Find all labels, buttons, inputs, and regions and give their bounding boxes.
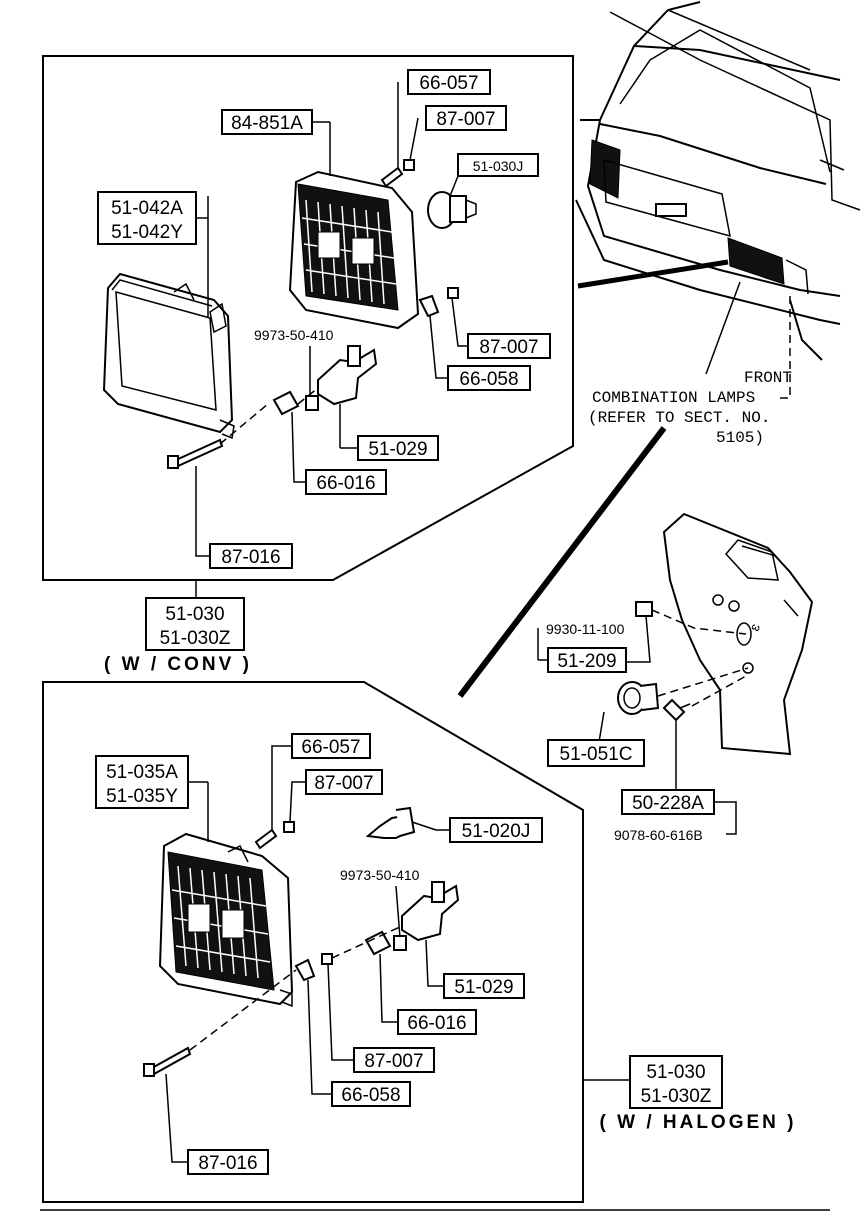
label-66-058-top: 66-058 bbox=[447, 365, 531, 391]
label-51-030J: 51-030J bbox=[457, 153, 539, 177]
bottom-group-frame bbox=[42, 681, 584, 1203]
nut-87-007-top bbox=[403, 159, 415, 171]
svg-text:51-030: 51-030 bbox=[646, 1062, 705, 1083]
text-front: FRONT bbox=[744, 369, 792, 387]
label-87-007-top: 87-007 bbox=[425, 105, 507, 131]
svg-text:66-016: 66-016 bbox=[316, 473, 375, 494]
svg-text:66-057: 66-057 bbox=[419, 73, 478, 94]
label-66-057-top: 66-057 bbox=[407, 69, 491, 95]
label-66-057-bottom: 66-057 bbox=[291, 733, 371, 759]
label-51-035: 51-035A 51-035Y bbox=[95, 755, 189, 809]
grommet-51-209 bbox=[635, 601, 653, 617]
svg-text:51-030Z: 51-030Z bbox=[641, 1086, 712, 1107]
svg-text:87-007: 87-007 bbox=[314, 773, 373, 794]
leader-side-lamp bbox=[457, 426, 667, 698]
label-9973-50-410-bottom: 9973-50-410 bbox=[340, 867, 420, 883]
top-group-frame bbox=[42, 55, 574, 581]
svg-text:51-030Z: 51-030Z bbox=[160, 628, 231, 649]
label-66-058-bottom: 66-058 bbox=[331, 1081, 411, 1107]
label-50-228A: 50-228A bbox=[621, 789, 715, 815]
svg-text:66-016: 66-016 bbox=[407, 1013, 466, 1034]
nut-87-007-bottom-top bbox=[283, 821, 295, 833]
label-9930-11-100: 9930-11-100 bbox=[546, 621, 625, 637]
leader-lamp-text bbox=[705, 281, 741, 375]
label-51-029-bottom: 51-029 bbox=[443, 973, 525, 999]
sealed-beam-lamp bbox=[288, 170, 420, 330]
svg-text:51-029: 51-029 bbox=[454, 977, 513, 998]
svg-text:87-016: 87-016 bbox=[198, 1153, 257, 1174]
halogen-lamp-unit bbox=[158, 832, 294, 1008]
vehicle-front-view bbox=[575, 1, 861, 361]
svg-text:51-042A: 51-042A bbox=[111, 198, 183, 219]
text-combination-lamps: COMBINATION LAMPS bbox=[592, 389, 755, 407]
svg-text:51-029: 51-029 bbox=[368, 439, 427, 460]
svg-text:87-007: 87-007 bbox=[479, 337, 538, 358]
svg-text:51-020J: 51-020J bbox=[462, 821, 531, 842]
label-87-016-bottom: 87-016 bbox=[187, 1149, 269, 1175]
screw-66-057-bottom bbox=[254, 828, 278, 850]
bulb-51-020J bbox=[365, 806, 437, 839]
label-87-007-right: 87-007 bbox=[467, 333, 551, 359]
svg-text:50-228A: 50-228A bbox=[632, 793, 704, 814]
svg-text:87-016: 87-016 bbox=[221, 547, 280, 568]
bolt-87-016-bottom bbox=[143, 1046, 192, 1077]
spring-66-016 bbox=[272, 390, 300, 416]
nut-87-007-right bbox=[447, 287, 459, 299]
label-51-029-top: 51-029 bbox=[357, 435, 439, 461]
socket-51-051C bbox=[617, 681, 660, 715]
svg-text:66-058: 66-058 bbox=[459, 369, 518, 390]
screw-50-228A bbox=[662, 698, 691, 722]
svg-text:51-051C: 51-051C bbox=[560, 744, 633, 765]
svg-text:51-035Y: 51-035Y bbox=[106, 786, 178, 807]
leader-front-lamp bbox=[577, 259, 729, 289]
label-87-007-bottom-lower: 87-007 bbox=[353, 1047, 435, 1073]
label-87-016-top: 87-016 bbox=[209, 543, 293, 569]
label-51-051C: 51-051C bbox=[547, 739, 645, 767]
bolt-87-016-top bbox=[167, 438, 224, 469]
label-51-209: 51-209 bbox=[547, 647, 627, 673]
caption-w-conv: ( W / CONV ) bbox=[104, 654, 252, 675]
clip-66-058-bottom bbox=[294, 958, 316, 982]
label-assembly-bottom: 51-030 51-030Z bbox=[629, 1055, 723, 1109]
label-51-020J: 51-020J bbox=[449, 817, 543, 843]
label-9973-50-410-top: 9973-50-410 bbox=[254, 327, 334, 343]
label-66-016-bottom: 66-016 bbox=[397, 1009, 477, 1035]
svg-text:84-851A: 84-851A bbox=[231, 113, 303, 134]
connector-9973-bottom bbox=[393, 935, 407, 951]
bezel-part bbox=[102, 272, 235, 440]
label-87-007-bottom-top: 87-007 bbox=[305, 769, 383, 795]
connector-9973 bbox=[305, 395, 319, 411]
label-9078-60-616B: 9078-60-616B bbox=[614, 827, 703, 843]
text-5105: 5105) bbox=[716, 429, 764, 447]
label-66-016-top: 66-016 bbox=[305, 469, 387, 495]
socket-51-029-bottom bbox=[401, 881, 460, 942]
clip-66-058 bbox=[418, 294, 440, 318]
text-refer-sect: (REFER TO SECT. NO. bbox=[588, 409, 770, 427]
svg-text:87-007: 87-007 bbox=[364, 1051, 423, 1072]
label-bezel: 51-042A 51-042Y bbox=[97, 191, 197, 245]
caption-w-halogen: ( W / HALOGEN ) bbox=[600, 1112, 797, 1133]
svg-text:51-042Y: 51-042Y bbox=[111, 222, 183, 243]
svg-text:51-035A: 51-035A bbox=[106, 762, 178, 783]
svg-text:66-058: 66-058 bbox=[341, 1085, 400, 1106]
nut-87-007-bottom-lower bbox=[321, 953, 333, 965]
svg-text:87-007: 87-007 bbox=[436, 109, 495, 130]
screw-66-057 bbox=[380, 166, 404, 188]
svg-text:51-209: 51-209 bbox=[557, 651, 616, 672]
label-assembly-top: 51-030 51-030Z bbox=[145, 597, 245, 651]
spring-66-016-bottom bbox=[364, 930, 392, 956]
svg-text:51-030: 51-030 bbox=[165, 604, 224, 625]
socket-51-029 bbox=[317, 345, 378, 406]
bulb-51-030J bbox=[427, 191, 477, 229]
side-body-panel: ɛ bbox=[662, 512, 814, 756]
svg-text:66-057: 66-057 bbox=[301, 737, 360, 758]
svg-text:51-030J: 51-030J bbox=[473, 158, 524, 174]
label-84-851A: 84-851A bbox=[221, 109, 313, 135]
